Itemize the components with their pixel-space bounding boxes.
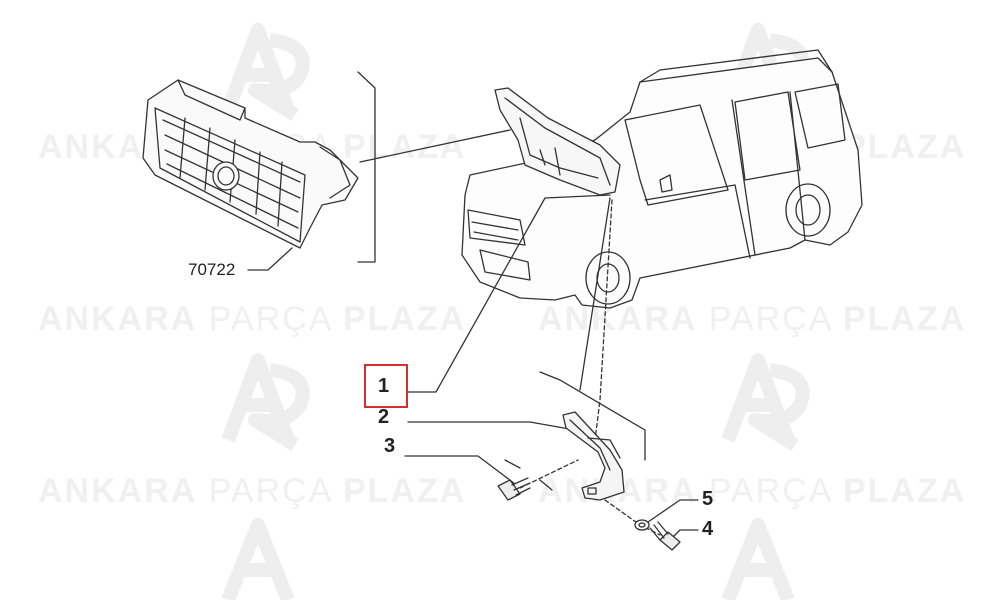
bolt-4-drawing xyxy=(649,521,681,551)
leader-ref-grille xyxy=(247,247,293,271)
callout-part-3[interactable]: 3 xyxy=(384,435,396,457)
hinge-drawing xyxy=(562,411,625,501)
watermark-text: ANKARA PARÇA PLAZA xyxy=(38,472,467,510)
callout-part-1[interactable]: 1 xyxy=(378,375,390,397)
hinge-bracket-small xyxy=(504,459,553,491)
washer-drawing xyxy=(634,519,650,531)
callout-part-4[interactable]: 4 xyxy=(702,518,714,540)
watermark-text: ANKARA PARÇA PLAZA xyxy=(538,300,967,338)
hinge-bracket-line xyxy=(539,371,646,461)
leader-part-3 xyxy=(404,455,516,485)
leader-part-1 xyxy=(407,194,611,393)
callout-part-5[interactable]: 5 xyxy=(702,488,714,510)
van-drawing xyxy=(461,49,863,309)
watermark-text: ANKARA PARÇA PLAZA xyxy=(38,300,467,338)
watermark-logo-icon xyxy=(221,518,295,600)
leader-part-2 xyxy=(407,421,576,431)
grille-drawing xyxy=(142,79,359,249)
callout-ref-grille[interactable]: 70722 xyxy=(188,260,236,279)
leader-part-1-down xyxy=(579,197,611,391)
hinge-dashed-line xyxy=(594,199,613,441)
watermark-text: ANKARA PARÇA PLAZA xyxy=(538,472,967,510)
hood-drawing xyxy=(494,87,621,196)
watermark-logo-icon xyxy=(721,518,795,600)
watermark-logo-icon xyxy=(221,23,310,121)
grille-bracket-line xyxy=(357,71,376,263)
bolt-3-drawing xyxy=(497,477,531,501)
callout-part-2[interactable]: 2 xyxy=(378,406,390,428)
watermark-logo-icon xyxy=(721,353,810,451)
selected-part-highlight[interactable] xyxy=(364,364,408,408)
leader-grille-to-hood xyxy=(359,129,511,163)
watermark-logo-icon xyxy=(221,353,310,451)
leader-part-5 xyxy=(647,499,699,523)
